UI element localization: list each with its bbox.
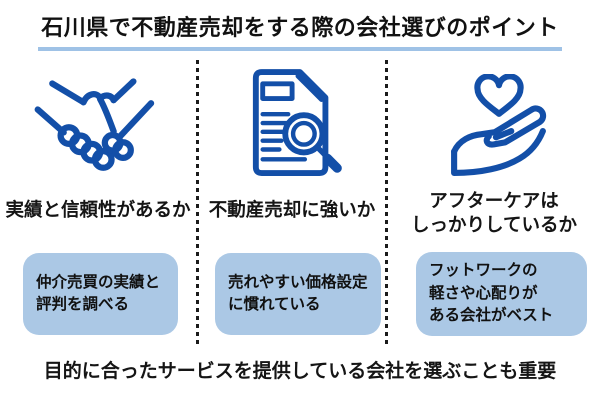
tip-box-1-text: 仲介売買の実績と 評判を調べる (36, 273, 161, 313)
tip-box-3: フットワークの 軽さや心配りが ある会社がベスト (416, 252, 587, 336)
caption-after-care: アフターケアは しっかりしているか (411, 190, 577, 236)
vertical-dashed-divider (196, 60, 199, 346)
tip-box-2-text: 売れやすい価格設定 に慣れている (228, 273, 368, 313)
page-title: 石川県で不動産売却をする際の会社選びのポイント (38, 10, 562, 51)
caption-track-record: 実績と信頼性があるか (5, 199, 191, 220)
tip-box-1: 仲介売買の実績と 評判を調べる (23, 253, 178, 335)
caption-sales-strength: 不動産売却に強いか (208, 199, 376, 220)
tip-box-3-text: フットワークの 軽さや心配りが ある会社がベスト (429, 262, 554, 325)
title-wrap: 石川県で不動産売却をする際の会社選びのポイント (0, 10, 600, 51)
handshake-icon (34, 70, 160, 174)
vertical-dashed-divider (385, 60, 388, 346)
footer-note: 目的に合ったサービスを提供している会社を選ぶことも重要 (43, 361, 557, 382)
hand-heart-icon (448, 74, 550, 176)
tip-box-2: 売れやすい価格設定 に慣れている (215, 253, 381, 335)
document-search-icon (248, 69, 346, 180)
